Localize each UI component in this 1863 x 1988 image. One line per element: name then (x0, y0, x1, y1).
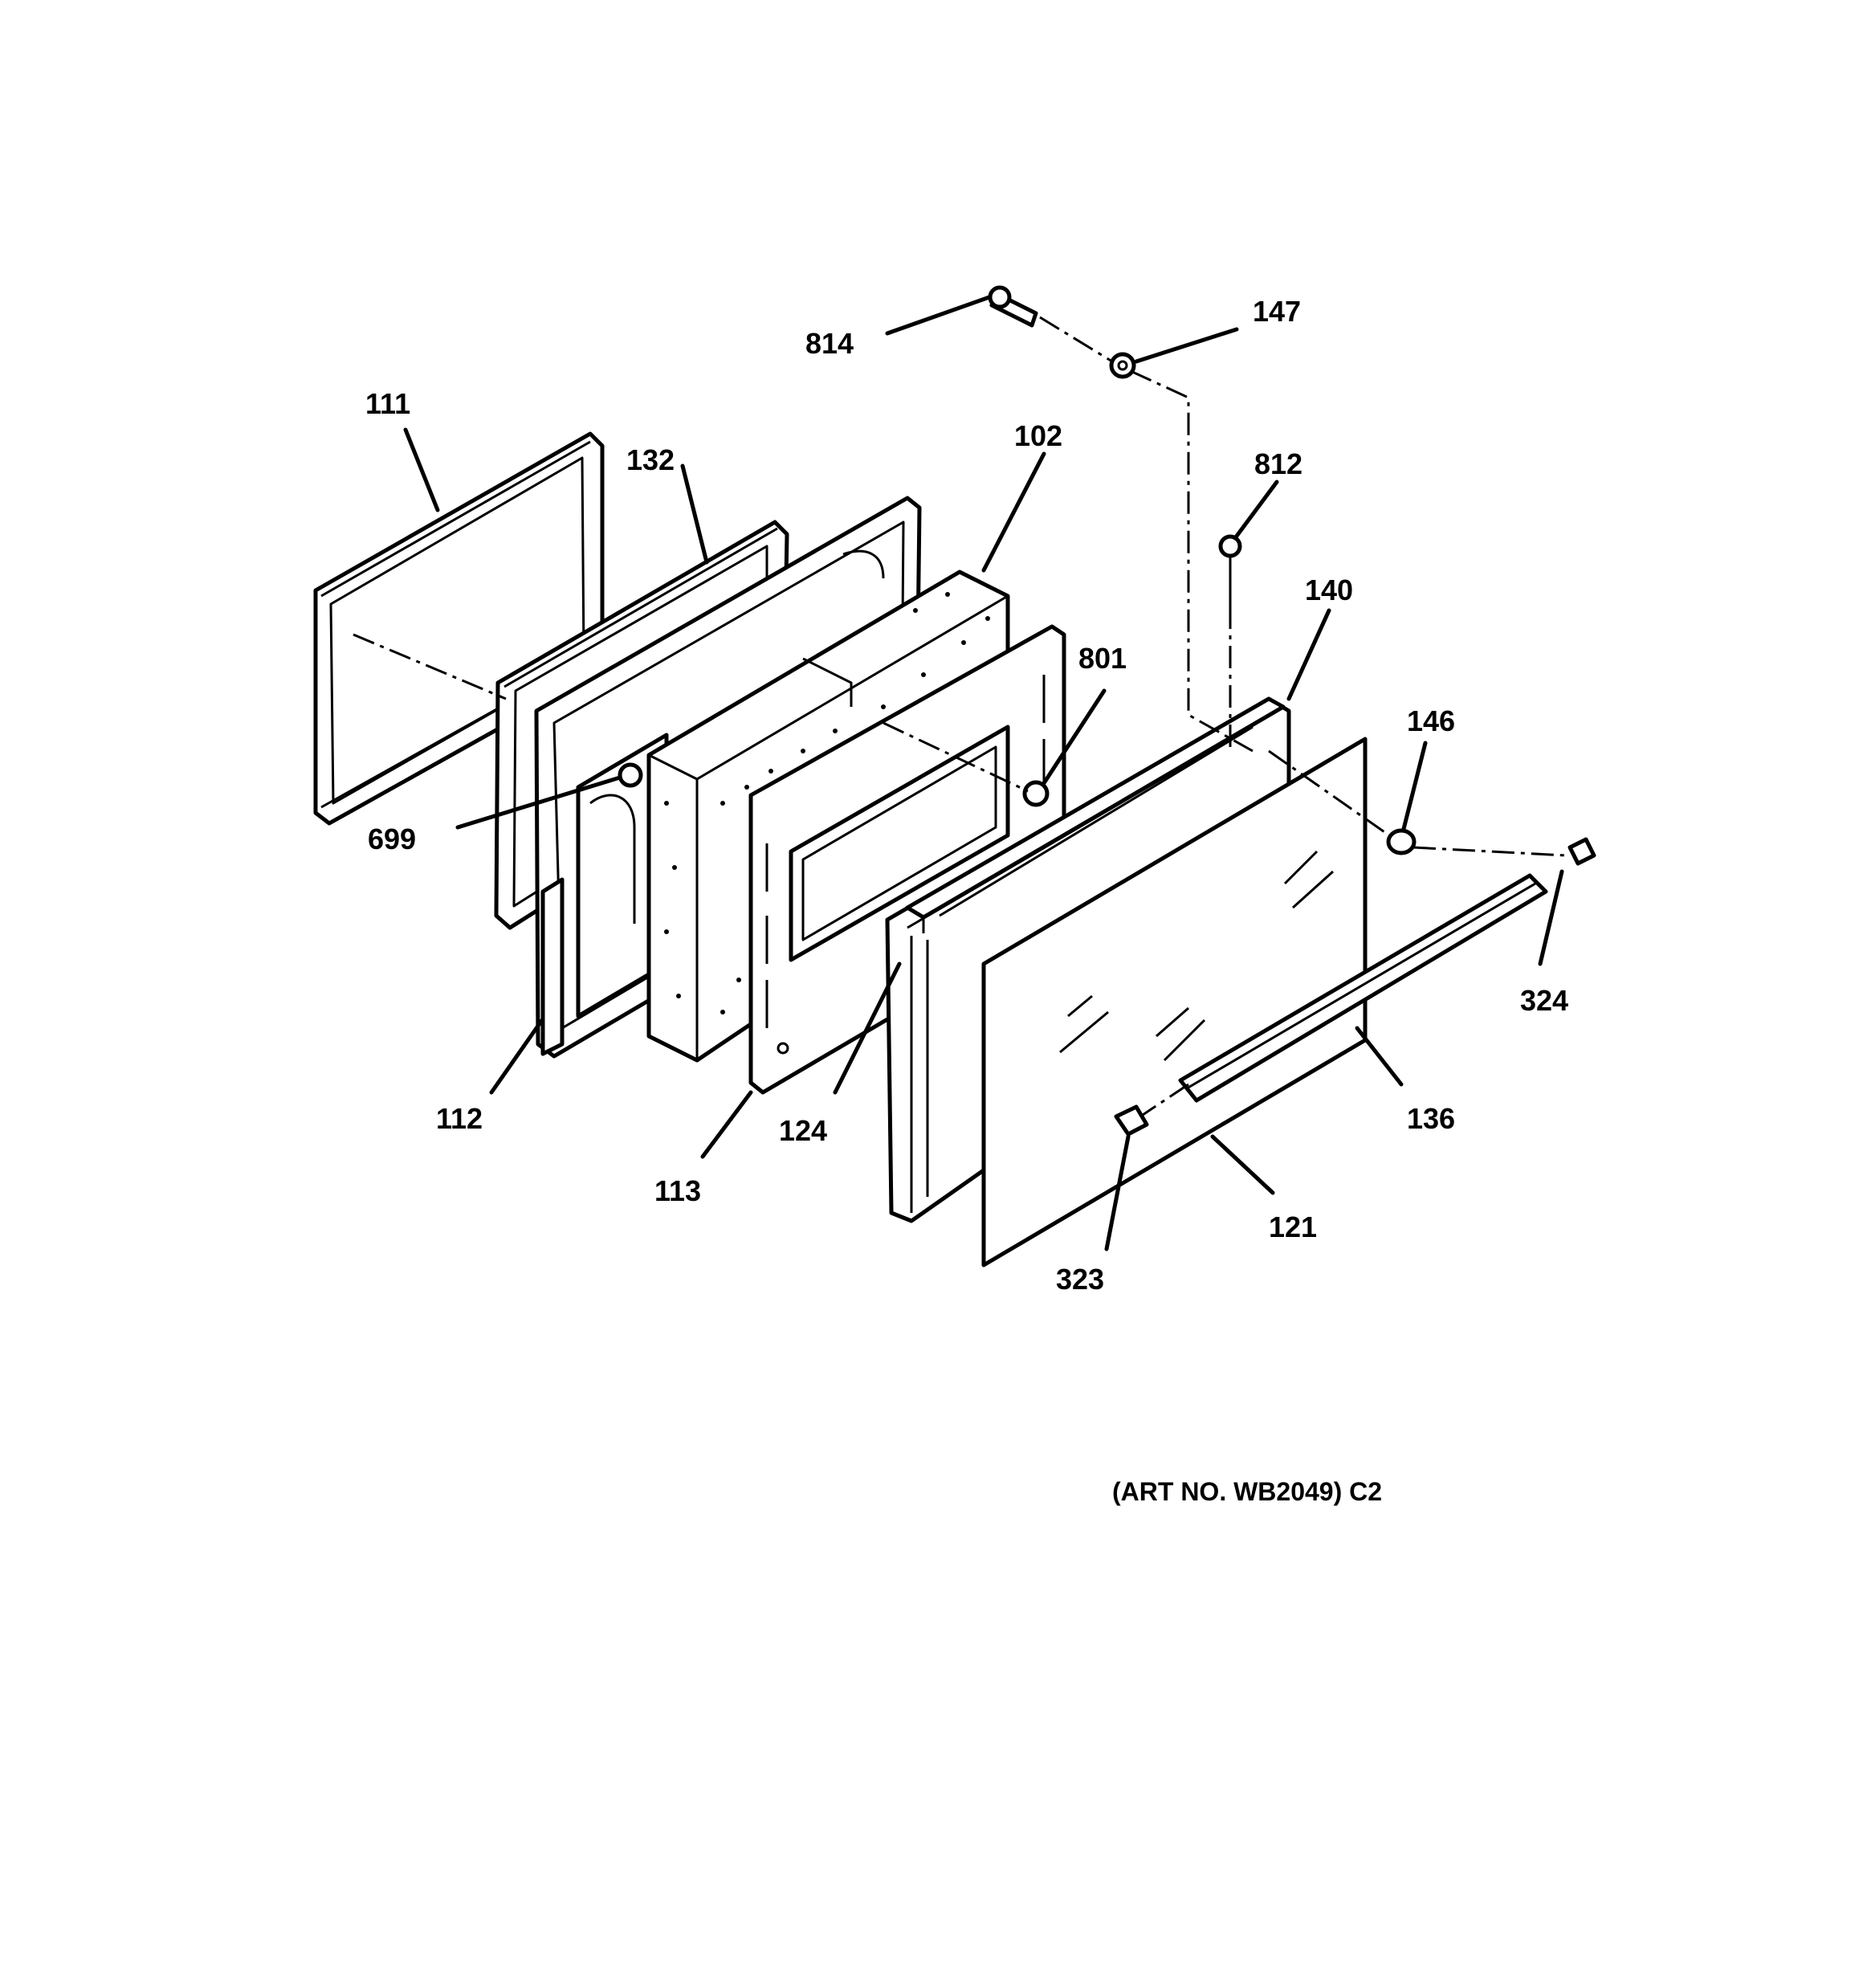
insulation-texture (664, 592, 990, 1014)
part-699-screw (618, 762, 643, 788)
assembly-axes (353, 316, 1567, 1118)
label-102: 102 (1014, 419, 1062, 452)
label-136: 136 (1407, 1102, 1455, 1135)
part-814-hinge-pin (988, 285, 1038, 328)
label-132: 132 (626, 443, 675, 476)
label-124: 124 (779, 1114, 827, 1147)
label-814: 814 (805, 327, 854, 360)
label-111: 111 (365, 387, 410, 420)
label-112: 112 (436, 1102, 483, 1135)
part-140-vent-trim (905, 696, 1286, 933)
part-324-end-cap (1567, 837, 1596, 866)
label-140: 140 (1305, 574, 1353, 606)
part-801-screw (1022, 780, 1050, 807)
label-121: 121 (1269, 1210, 1317, 1243)
label-801: 801 (1078, 642, 1127, 675)
part-812-screw (1218, 534, 1242, 606)
part-323-end-cap (1114, 1104, 1149, 1137)
label-146: 146 (1407, 704, 1455, 737)
label-699: 699 (368, 823, 416, 855)
part-147-washer (1109, 352, 1136, 379)
callout-labels: 814 147 111 132 102 812 140 801 146 699 … (365, 295, 1568, 1296)
label-324: 324 (1520, 984, 1568, 1017)
part-136-handle (1178, 873, 1548, 1103)
label-147: 147 (1253, 295, 1301, 328)
part-146-end-cap (1386, 828, 1417, 855)
art-number: (ART NO. WB2049) C2 (1112, 1477, 1382, 1506)
leader-lines (403, 295, 1564, 1251)
label-113: 113 (654, 1174, 701, 1207)
label-323: 323 (1056, 1263, 1104, 1296)
label-812: 812 (1254, 447, 1302, 480)
